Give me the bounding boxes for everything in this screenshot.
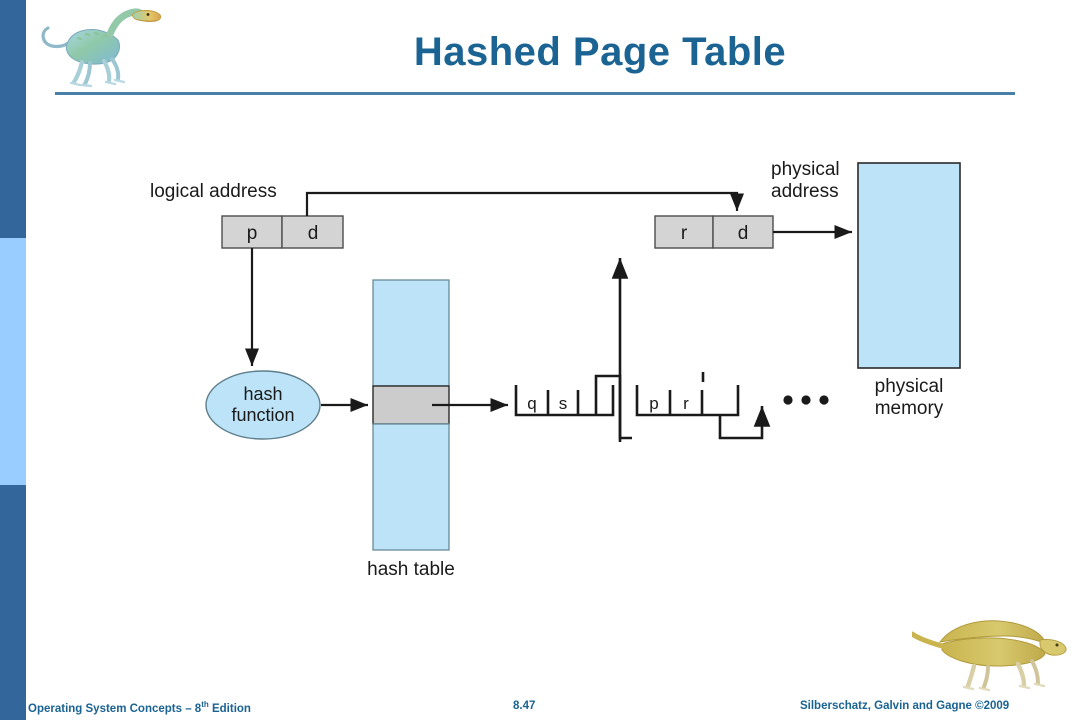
footer-edition-dash: – 8	[185, 702, 202, 715]
footer-copyright: Silberschatz, Galvin and Gagne ©2009	[800, 700, 1010, 712]
hash-table-label: hash table	[367, 559, 455, 580]
physical-address-label-line1: physical	[771, 159, 840, 180]
slide-number: 8.47	[513, 700, 536, 712]
footer-edition-suffix: Edition	[208, 702, 251, 715]
footer-edition-prefix: Operating System Concepts	[28, 702, 186, 715]
sidebar-segment-top	[0, 0, 26, 238]
hashed-page-table-diagram: logical address p d hash function hash t…	[150, 150, 970, 580]
hash-function-node: hash function	[205, 370, 321, 440]
physical-address-cell-r: r	[681, 223, 688, 244]
footer-left-text: Operating System Concepts – 8th Edition	[28, 700, 251, 715]
footer-edition-ordinal: th	[201, 700, 209, 709]
title-divider	[55, 92, 1015, 95]
footer-divider	[26, 688, 1080, 690]
physical-memory-block: physical memory	[857, 162, 961, 419]
hash-function-label-line2: function	[231, 405, 294, 425]
physical-address-cell-d: d	[738, 223, 749, 244]
hash-table-column: hash table	[367, 279, 455, 580]
logical-address-label: logical address	[150, 181, 277, 202]
chain-node-1: q s	[514, 374, 632, 440]
hash-function-label-line1: hash	[243, 384, 282, 404]
chain-node-1-cell-s: s	[559, 394, 568, 413]
offset-passthrough-connector	[305, 191, 745, 216]
page-title: Hashed Page Table	[413, 30, 787, 74]
physical-memory-label-line1: physical	[875, 376, 944, 397]
chain-node-2-cell-r: r	[683, 394, 689, 413]
decorative-sidebar	[0, 0, 26, 720]
sidebar-segment-bottom	[0, 485, 26, 720]
logical-address-box: p d	[221, 215, 344, 249]
physical-memory-label-line2: memory	[875, 398, 944, 419]
chain-ellipsis	[783, 395, 829, 405]
physical-address-box: r d	[654, 215, 774, 249]
sidebar-segment-middle	[0, 238, 26, 485]
physical-address-label: physical address	[771, 159, 840, 202]
chain-node-1-cell-q: q	[527, 394, 536, 413]
logical-address-cell-d: d	[308, 223, 319, 244]
footer-dinosaur-icon	[909, 612, 1072, 692]
dinosaur-logo-icon	[38, 6, 168, 90]
logical-address-cell-p: p	[247, 223, 258, 244]
chain-node-2-cell-p: p	[649, 394, 658, 413]
chain-node-2: p r	[635, 372, 771, 440]
physical-address-label-line2: address	[771, 181, 839, 202]
